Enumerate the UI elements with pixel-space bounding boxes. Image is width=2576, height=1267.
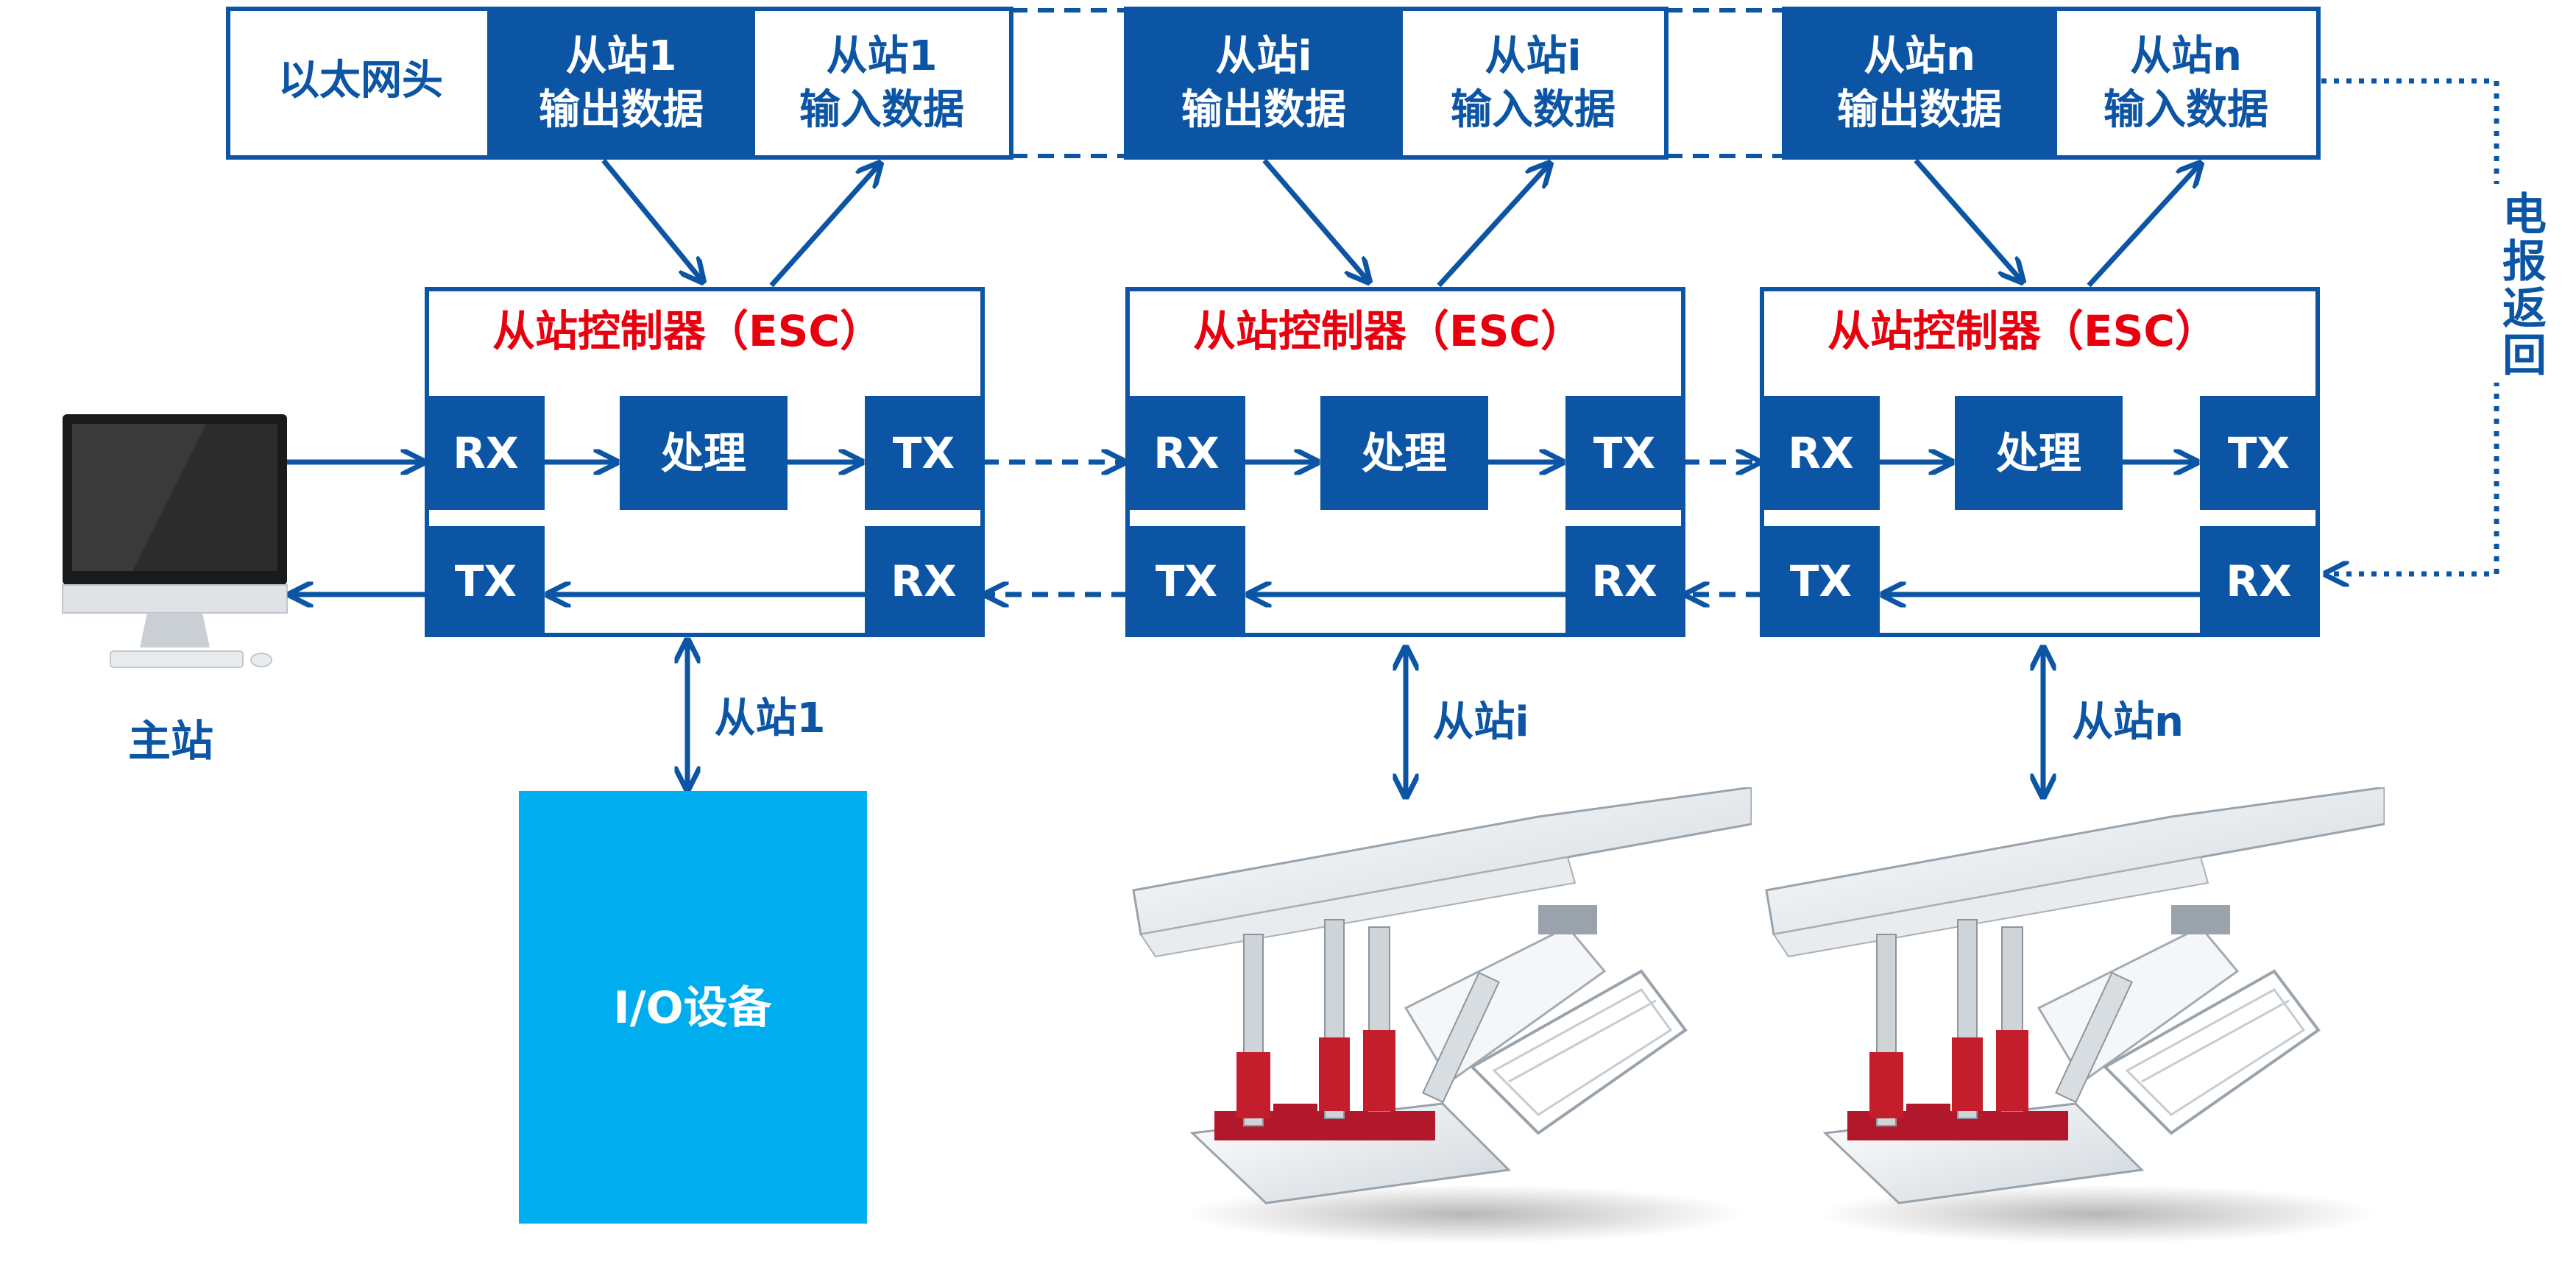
- device-links: [687, 640, 2043, 797]
- esc1-process: [620, 396, 788, 510]
- escn-rx-lower-label: RX: [2226, 556, 2291, 606]
- esci-tx-lower-label: TX: [1156, 556, 1217, 606]
- esc1-title: 从站控制器（ESC）: [492, 306, 882, 356]
- hydraulic-support-illustration-i: [1132, 787, 1752, 1243]
- link-label-slaven: 从站n: [2072, 698, 2184, 746]
- io-device-label: I/O设备: [613, 982, 772, 1034]
- esc1-tx-upper-label: TX: [893, 428, 955, 478]
- return-label-char-2: 报: [2502, 236, 2547, 288]
- master-label: 主站: [128, 716, 213, 766]
- frame-slavei-out-line1: 从站i: [1215, 32, 1312, 80]
- esci-rx-upper-label: RX: [1153, 428, 1219, 478]
- frame-slave1-in-line2: 输入数据: [799, 86, 964, 134]
- frame-slavei-in-line1: 从站i: [1485, 32, 1581, 80]
- escn-rx-upper-label: RX: [1788, 428, 1853, 478]
- return-label-char-3: 返: [2502, 283, 2547, 335]
- esci-tx-upper: [1565, 396, 1683, 510]
- frame-slaven-out-line1: 从站n: [1864, 32, 1975, 80]
- inter-esc-links: [983, 462, 1762, 595]
- escn-rx-upper: [1762, 396, 1880, 510]
- esc1-rx-lower: [865, 526, 983, 635]
- escn-tx-upper: [2200, 396, 2318, 510]
- esc1-tx-lower: [427, 526, 545, 635]
- escn-tx-lower: [1762, 526, 1880, 635]
- escn-process-label: 处理: [1996, 428, 2081, 478]
- master-links: [287, 462, 427, 595]
- esc1-process-label: 处理: [661, 428, 746, 478]
- esci-title: 从站控制器（ESC）: [1193, 306, 1583, 356]
- frame-slave1-in-line1: 从站1: [827, 32, 938, 80]
- esci-tx-lower: [1128, 526, 1245, 635]
- frame-slavei-out-line2: 输出数据: [1181, 86, 1346, 134]
- frame-slaven-out-line2: 输出数据: [1837, 86, 2002, 134]
- return-label-char-1: 电: [2502, 189, 2547, 241]
- link-label-slave1: 从站1: [715, 695, 826, 742]
- esci-tx-upper-label: TX: [1593, 428, 1655, 478]
- esc-slaven: 从站控制器（ESC） RX 处理 TX TX RX: [1760, 287, 2320, 637]
- io-device-box: [519, 791, 867, 1224]
- escn-process: [1955, 396, 2123, 510]
- esci-process: [1320, 396, 1488, 510]
- link-label-slavei: 从站i: [1432, 698, 1529, 746]
- frame-header-label: 以太网头: [278, 57, 443, 104]
- esci-rx-upper: [1128, 396, 1245, 510]
- esci-rx-lower-label: RX: [1591, 556, 1657, 606]
- frame-slave1-out-line1: 从站1: [566, 32, 677, 80]
- esc1-rx-upper: [427, 396, 545, 510]
- escn-title: 从站控制器（ESC）: [1827, 306, 2218, 356]
- esc1-tx-lower-label: TX: [455, 556, 517, 606]
- frame-slavei-in-line2: 输入数据: [1451, 86, 1616, 134]
- escn-tx-upper-label: TX: [2228, 428, 2290, 478]
- escn-rx-lower: [2200, 526, 2318, 635]
- frame-slaven-in-line1: 从站n: [2130, 32, 2242, 80]
- frame-slaven-in-line2: 输入数据: [2103, 86, 2268, 134]
- esc1-tx-upper: [865, 396, 983, 510]
- hydraulic-support-illustration-n: [1765, 787, 2385, 1243]
- return-label-char-4: 回: [2502, 330, 2547, 382]
- escn-tx-lower-label: TX: [1790, 556, 1852, 606]
- frame-slave1-out-line2: 输出数据: [539, 86, 704, 134]
- telegram-return-path: 电 报 返 回: [2321, 78, 2552, 574]
- frame-esc-arrows: [601, 160, 2201, 285]
- esc1-rx-lower-label: RX: [891, 556, 956, 606]
- esci-rx-lower: [1565, 526, 1683, 635]
- esc-slave1: 从站控制器（ESC） RX 处理 TX TX RX: [425, 287, 985, 637]
- ethernet-frame: 以太网头 从站1 输出数据 从站1 输入数据 从站i 输出数据 从站i 输入数据…: [226, 7, 2321, 160]
- esc1-rx-upper-label: RX: [453, 428, 518, 478]
- computer-icon: [62, 414, 288, 668]
- esc-slavei: 从站控制器（ESC） RX 处理 TX TX RX: [1125, 287, 1685, 637]
- esci-process-label: 处理: [1362, 428, 1447, 478]
